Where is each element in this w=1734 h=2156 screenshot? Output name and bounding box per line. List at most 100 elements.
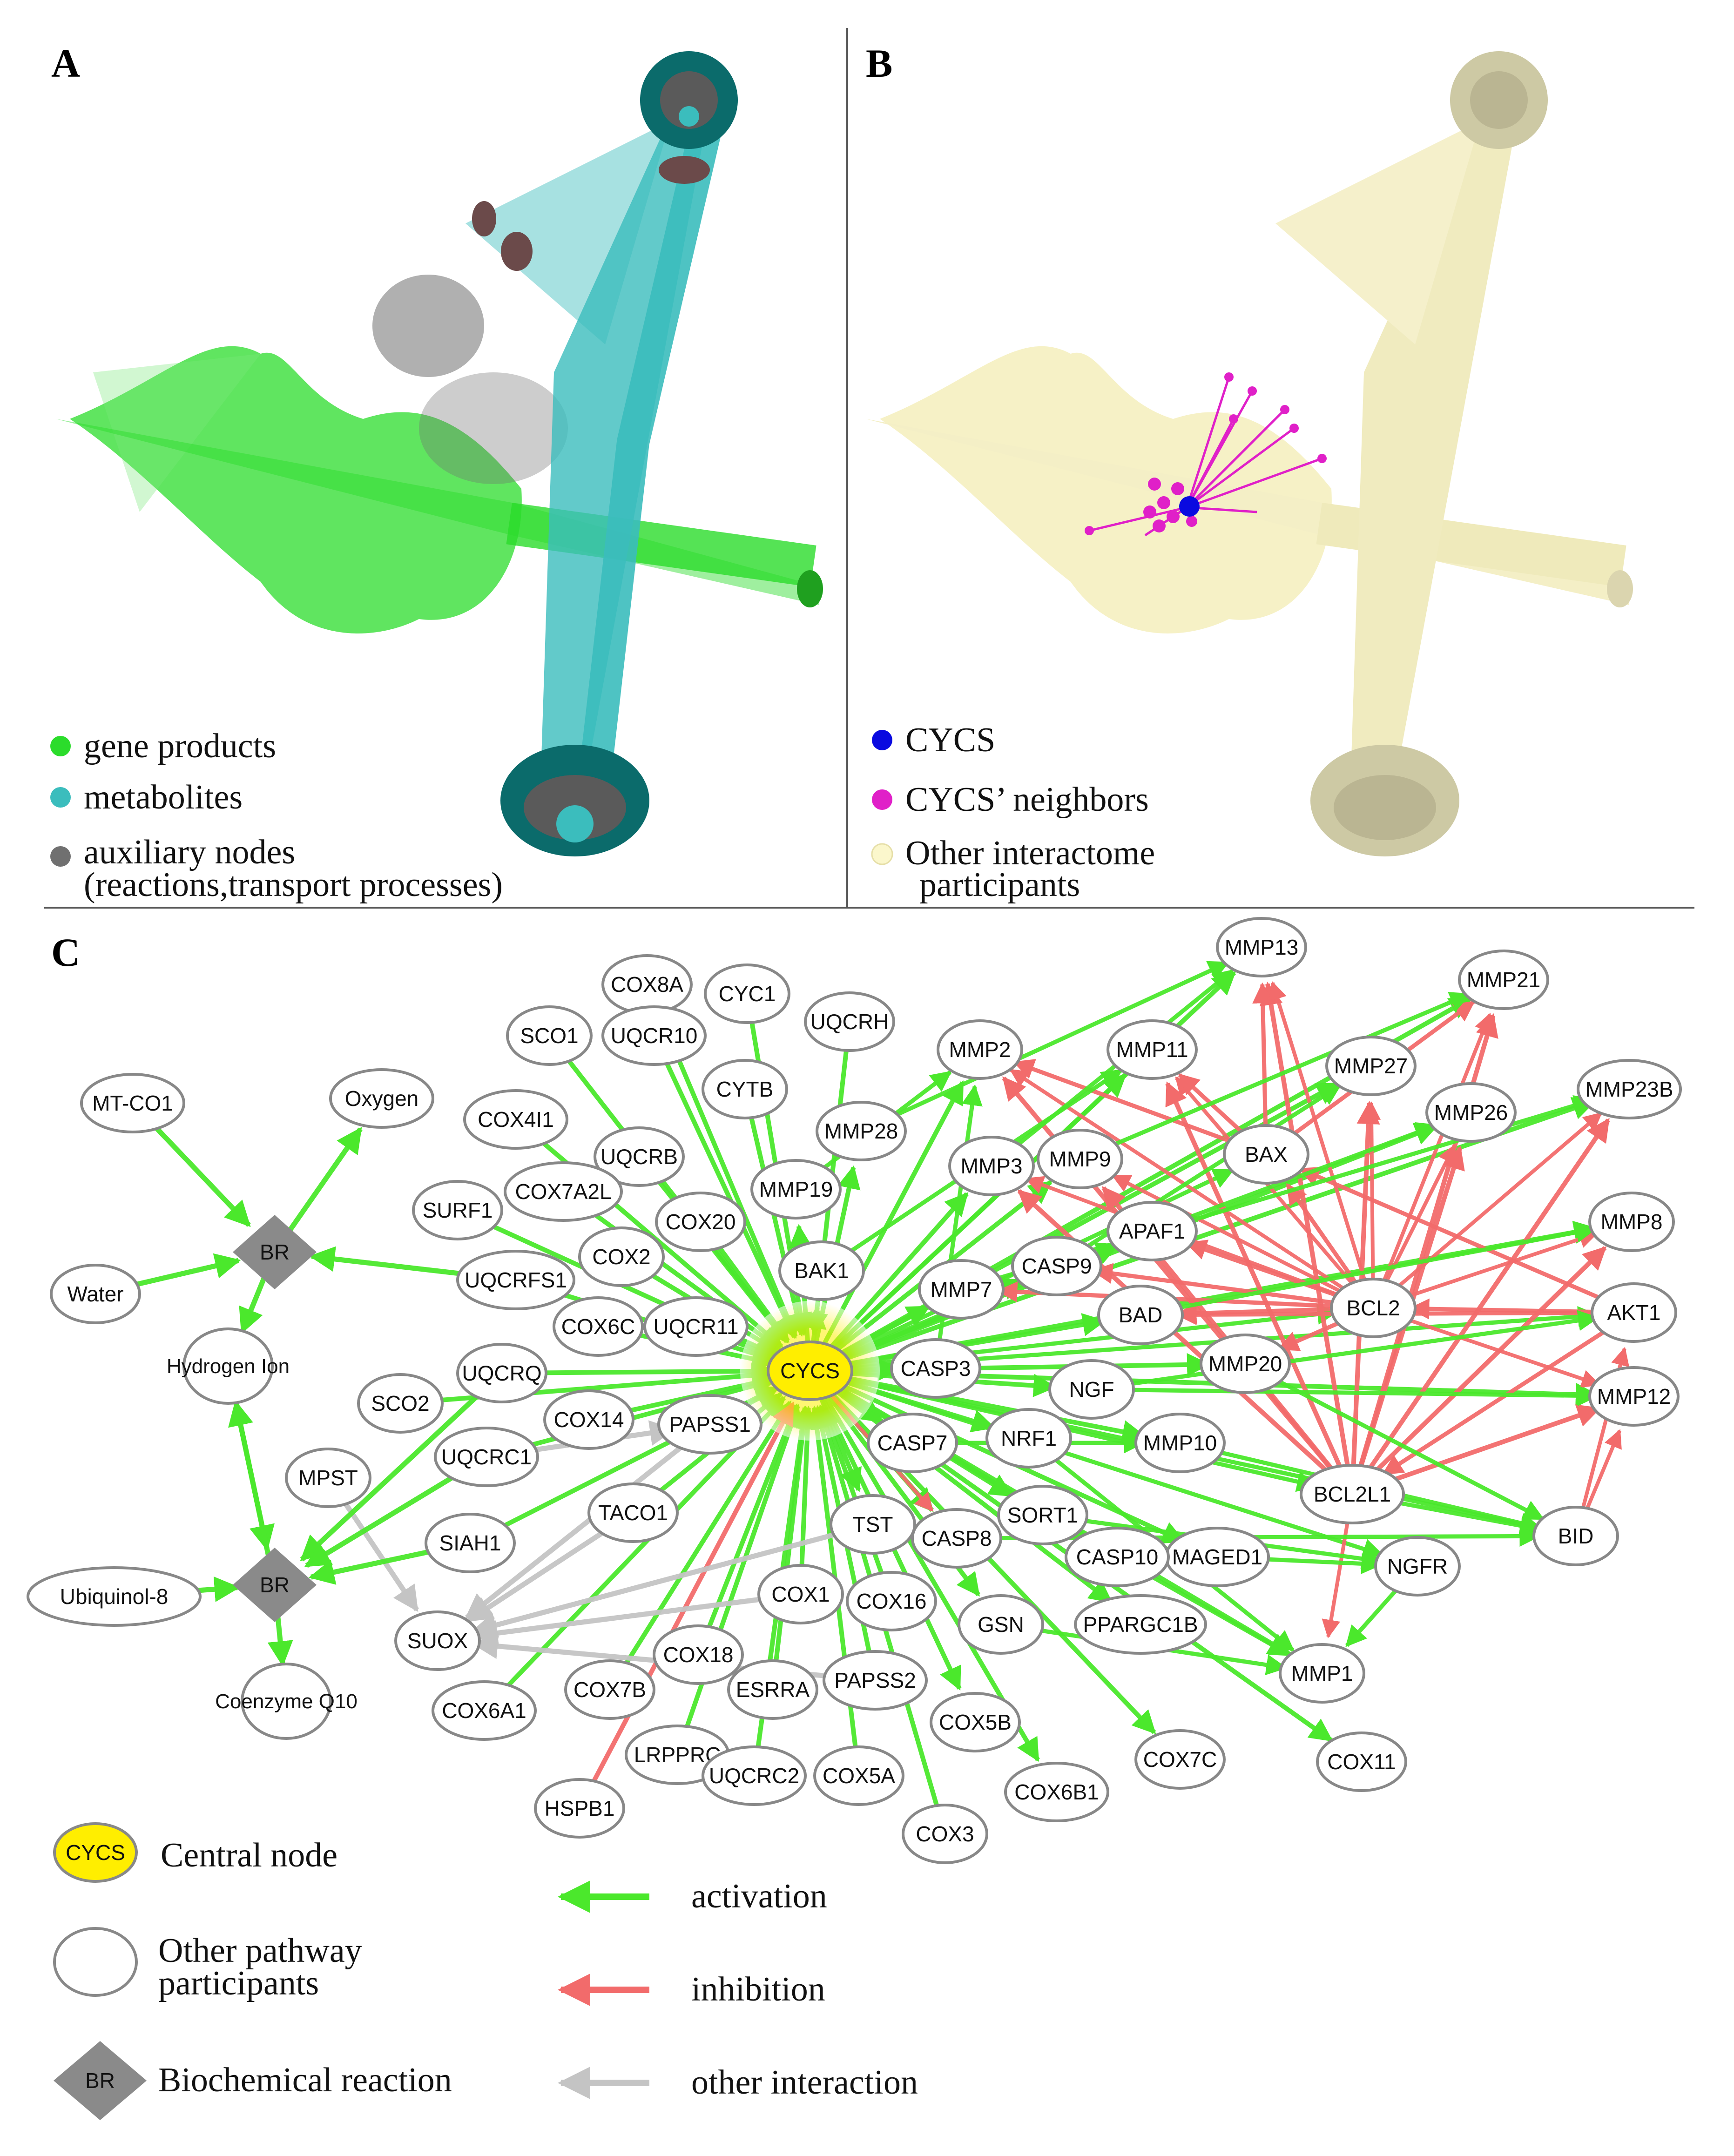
node-shape-mmp9 — [1037, 1129, 1123, 1189]
edge-bcl2-to-mmp27 — [1362, 1101, 1381, 1283]
node-label-casp8: CASP8 — [922, 1526, 992, 1550]
node-mmp21: MMP21 — [1458, 950, 1549, 1010]
node-shape-bak1 — [778, 1240, 865, 1301]
legend-other-node-label: Other pathway — [158, 1932, 362, 1970]
edge-bcl2-to-mmp21 — [1381, 1012, 1492, 1285]
node-shape-mmp12 — [1588, 1366, 1680, 1427]
node-label-bak1: BAK1 — [794, 1259, 849, 1283]
node-shape-water — [50, 1264, 141, 1324]
node-label-casp7: CASP7 — [877, 1431, 948, 1455]
node-shape-cox3 — [902, 1804, 988, 1864]
node-label-mmp23b: MMP23B — [1585, 1077, 1673, 1101]
node-shape-mmp8 — [1588, 1192, 1675, 1252]
edge-bcl2l1-to-mmp8 — [1369, 1246, 1607, 1478]
edge-cox18-to-cycs — [705, 1403, 800, 1632]
node-sort1: SORT1 — [997, 1485, 1088, 1545]
node-label-cox5a: COX5A — [823, 1764, 895, 1788]
node-label-apaf1: APAF1 — [1119, 1219, 1185, 1243]
reaction-label-2: BR — [260, 1573, 290, 1597]
node-shape-sort1 — [997, 1485, 1088, 1545]
node-shape-siah1 — [425, 1513, 516, 1573]
node-mmp28: MMP28 — [816, 1101, 907, 1161]
legend-other-node-label-detail: participants — [158, 1964, 319, 2002]
edge-br2-to-coenzyme-q10 — [267, 1610, 293, 1667]
node-shape-surf1 — [412, 1180, 503, 1240]
edge-mmp9-to-mmp21 — [1102, 992, 1471, 1151]
node-apaf1: APAF1 — [1107, 1201, 1198, 1261]
edge-cox1-to-suox — [472, 1595, 776, 1646]
node-label-mmp19: MMP19 — [759, 1177, 833, 1201]
node-shape-casp9 — [1011, 1236, 1102, 1296]
legend-label-metabolites: metabolites — [84, 778, 243, 816]
node-label-casp10: CASP10 — [1076, 1545, 1158, 1569]
edge-water-to-br1 — [120, 1253, 241, 1291]
edge-bcl2-to-mmp12 — [1397, 1314, 1601, 1388]
node-uqcrc2: UQCRC2 — [702, 1745, 807, 1806]
edge-cytb-to-cycs — [748, 1113, 809, 1337]
node-ubiquinol-8: Ubiquinol-8 — [27, 1566, 202, 1627]
node-shape-gsn — [958, 1594, 1044, 1655]
node-shape-bid — [1532, 1506, 1619, 1566]
node-label-nrf1: NRF1 — [1001, 1426, 1057, 1450]
legend-c: CYCS Central node Other pathway particip… — [53, 1822, 918, 2120]
node-shape-cox20 — [655, 1192, 746, 1252]
edge-mpst-to-suox — [340, 1497, 419, 1612]
node-cox1: COX1 — [757, 1564, 844, 1624]
node-mmp19: MMP19 — [750, 1159, 842, 1219]
legend-swatch-gene-products — [50, 736, 71, 756]
cycs-neighborhood — [1085, 372, 1327, 537]
reaction-node-2: BR — [233, 1548, 317, 1622]
node-label-mmp27: MMP27 — [1334, 1054, 1408, 1078]
node-shape-taco1 — [587, 1482, 679, 1543]
node-shape-cox18 — [653, 1624, 744, 1685]
node-label-mpst: MPST — [298, 1466, 358, 1490]
node-label-maged1: MAGED1 — [1172, 1545, 1262, 1569]
node-cox14: COX14 — [543, 1389, 634, 1450]
legend-b: CYCS CYCS’ neighbors Other interactome p… — [871, 721, 1155, 904]
node-label-cox7c: COX7C — [1143, 1747, 1217, 1772]
node-casp7: CASP7 — [867, 1413, 958, 1473]
node-uqcrq: UQCRQ — [456, 1343, 547, 1403]
node-label-cox7a2l: COX7A2L — [515, 1179, 611, 1204]
node-bad: BAD — [1097, 1285, 1184, 1345]
node-label-ngf: NGF — [1069, 1377, 1114, 1401]
legend-swatch-other-participants — [871, 843, 893, 865]
node-label-bid: BID — [1558, 1524, 1594, 1548]
node-label-uqcr10: UQCR10 — [611, 1024, 698, 1048]
node-taco1: TACO1 — [587, 1482, 679, 1543]
node-label-tst: TST — [853, 1512, 893, 1536]
legend-label-other-participants-detail: participants — [919, 866, 1080, 904]
node-label-cox6c: COX6C — [561, 1314, 635, 1339]
node-shape-ppargc1b — [1074, 1594, 1207, 1655]
node-casp10: CASP10 — [1065, 1527, 1170, 1587]
node-shape-cox7c — [1134, 1729, 1226, 1790]
edge-uqcrq-to-br2 — [300, 1388, 485, 1562]
node-shape-cox14 — [543, 1389, 634, 1450]
node-shape-mmp26 — [1425, 1082, 1517, 1143]
node-bid: BID — [1532, 1506, 1619, 1566]
node-label-ngfr: NGFR — [1387, 1554, 1448, 1578]
node-label-mmp1: MMP1 — [1291, 1661, 1353, 1685]
node-label-sco1: SCO1 — [520, 1024, 578, 1048]
legend-label-auxiliary-nodes-detail: (reactions,transport processes) — [84, 866, 503, 904]
node-label-uqcrc1: UQCRC1 — [441, 1445, 532, 1469]
edge-akt1-to-bcl2l1 — [1382, 1325, 1614, 1476]
node-cox2: COX2 — [578, 1226, 665, 1287]
edge-casp8-to-bid — [982, 1525, 1541, 1547]
node-shape-cox2 — [578, 1226, 665, 1287]
node-label-cyc1: CYC1 — [719, 982, 776, 1006]
legend-swatch-metabolites — [50, 787, 71, 808]
node-mpst: MPST — [285, 1448, 371, 1508]
node-label-cytb: CYTB — [716, 1077, 774, 1101]
node-cox5b: COX5B — [930, 1692, 1021, 1752]
node-label-mmp12: MMP12 — [1597, 1384, 1671, 1408]
legend-label-other-participants: Other interactome — [905, 834, 1155, 872]
panel-b: B — [866, 41, 1633, 904]
edge-tst-to-suox — [471, 1528, 849, 1638]
node-shape-cyc1 — [704, 963, 790, 1024]
node-cox6b1: COX6B1 — [1004, 1762, 1109, 1822]
node-shape-ubiquinol-8 — [27, 1566, 202, 1627]
node-shape-mmp1 — [1279, 1643, 1365, 1704]
edge-bcl2l1-to-mmp11 — [1165, 1081, 1344, 1472]
edge-br1-to-hydrogen-ion — [239, 1274, 268, 1334]
